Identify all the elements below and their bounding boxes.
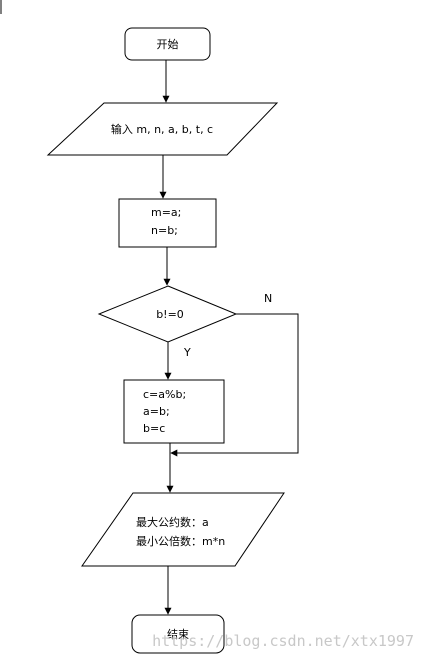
end-label: 结束 <box>167 628 189 641</box>
start-node <box>124 27 211 61</box>
branch-no-label: N <box>264 292 272 305</box>
branch-yes-label: Y <box>183 346 191 359</box>
output-line-2: 最小公倍数：m*n <box>136 534 225 548</box>
loop-body-node <box>123 379 225 444</box>
loop-body-line-1: c=a%b; <box>143 388 186 401</box>
edge-decision-no <box>170 313 299 457</box>
output-node <box>81 492 285 567</box>
end-node <box>131 614 225 654</box>
assign-line-2: n=b; <box>151 224 178 237</box>
watermark: https://blog.csdn.net/xtx1997 <box>152 632 414 650</box>
input-label: 输入 m, n, a, b, t, c <box>111 122 213 136</box>
assign-node <box>118 198 217 248</box>
input-node <box>46 102 279 156</box>
assign-line-1: m=a; <box>151 206 181 219</box>
loop-body-line-2: a=b; <box>143 405 170 418</box>
output-line-1: 最大公约数：a <box>136 515 209 529</box>
start-label: 开始 <box>157 37 179 51</box>
loop-body-line-3: b=c <box>143 422 165 435</box>
decision-label: b!=0 <box>156 308 184 321</box>
